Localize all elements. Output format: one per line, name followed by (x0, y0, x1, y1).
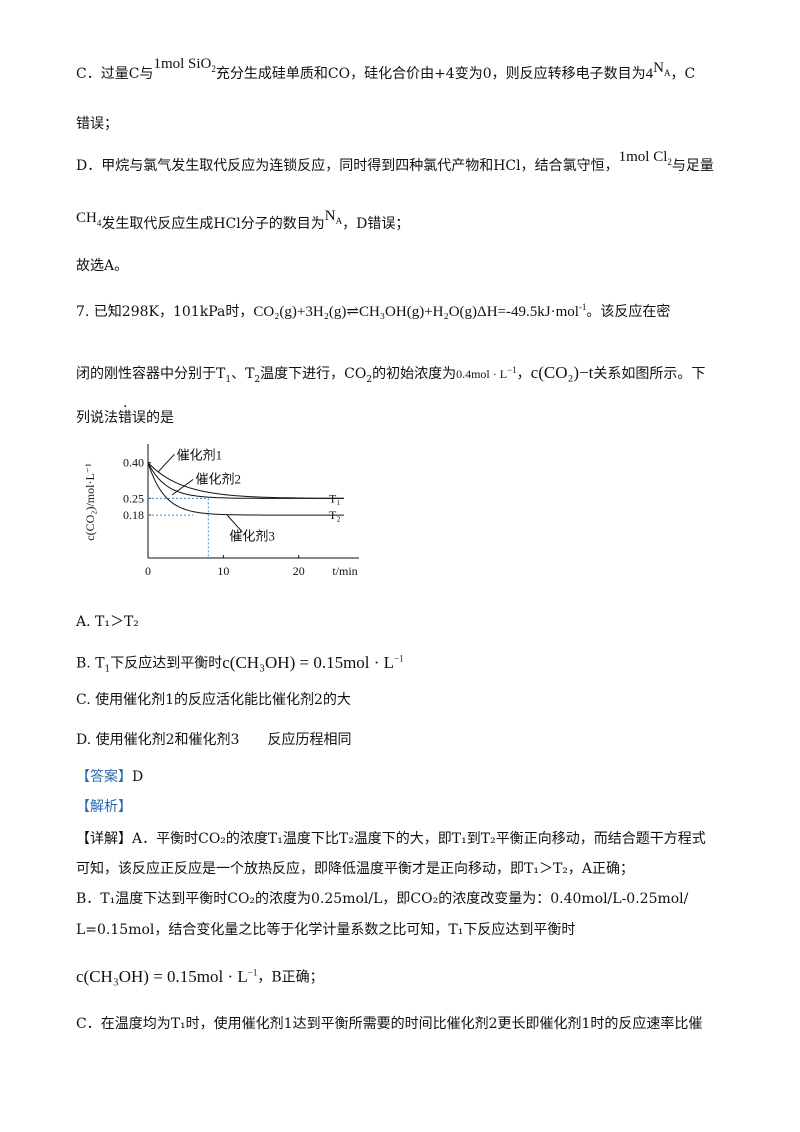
y-axis-label: c(CO₂)/mol·L⁻¹ (83, 463, 97, 541)
detail-b-line2: L=0.15mol，结合变化量之比等于化学计量系数之比可知，T₁下反应达到平衡时 (76, 922, 576, 938)
annotation-catalyst-2: 催化剂2 (195, 471, 241, 486)
option-b: B. T1下反应达到平衡时c(CH₃OH) = 0.15mol · L−1 (76, 652, 404, 675)
leader-catalyst-3 (226, 514, 243, 533)
y-tick-label: 0.18 (123, 508, 144, 522)
question-7-line3: 列说法错误的是 (76, 408, 174, 428)
curve-catalyst-1 (147, 462, 344, 499)
option-c-line2: 错误； (76, 116, 118, 132)
x-tick-label: 0 (145, 564, 151, 578)
answer-line: 【答案】D (76, 769, 144, 785)
detail-c-line1: C．在温度均为T₁时，使用催化剂1达到平衡所需要的时间比催化剂2更长即催化剂1时… (76, 1016, 703, 1032)
series-label-t2: T₂ (329, 508, 341, 522)
reaction-equation: CO₂(g)+3H₂(g)⇌CH₃OH(g)+H₂O(g)ΔH=-49.5kJ·… (253, 302, 587, 320)
leader-catalyst-2 (171, 478, 194, 496)
option-c: C. 使用催化剂1的反应活化能比催化剂2的大 (76, 692, 351, 708)
y-tick-label: 0.25 (123, 491, 144, 505)
leader-catalyst-1 (157, 454, 175, 473)
y-tick-label: 0.40 (123, 456, 144, 470)
concentration-time-chart: c(CO₂)/mol·L⁻¹ 0.40 0.25 0.18 0 10 20 t/min T₁ T₂… (83, 444, 359, 578)
detail-b-line1: B．T₁温度下达到平衡时CO₂的浓度为0.25mol/L，即CO₂的浓度改变量为… (76, 891, 689, 907)
series-label-t1: T₁ (329, 491, 341, 505)
curve-catalyst-3 (147, 462, 344, 516)
conclusion-line: 故选A。 (76, 258, 129, 274)
analysis-label: 【解析】 (76, 799, 132, 815)
option-a: A. T₁＞T₂ (76, 614, 139, 630)
annotation-catalyst-3: 催化剂3 (229, 529, 275, 544)
option-d-line2: CH4发生取代反应生成HCl分子的数目为NA，D错误； (76, 208, 410, 232)
x-tick-label: 10 (217, 564, 229, 578)
x-axis-label: t/min (332, 564, 357, 578)
option-c-line: C．过量C与1mol SiO2充分生成硅单质和CO，硅化合价由+4变为0，则反应… (76, 56, 696, 82)
detail-a-line1: 【详解】A．平衡时CO₂的浓度T₁温度下比T₂温度下的大，即T₁到T₂平衡正向移… (76, 831, 706, 847)
detail-a-line2: 可知，该反应正反应是一个放热反应，即降低温度平衡才是正向移动，即T₁＞T₂，A正… (76, 861, 635, 877)
curve-catalyst-2 (147, 462, 344, 499)
question-7-line1: 7. 已知298K，101kPa时，CO₂(g)+3H₂(g)⇌CH₃OH(g)… (76, 302, 671, 320)
emphasis-wrong: 错误 (118, 410, 146, 426)
question-7-line2: 闭的刚性容器中分别于T1、T2温度下进行，CO2的初始浓度为0.4mol · L… (76, 363, 706, 385)
annotation-catalyst-1: 催化剂1 (177, 448, 223, 463)
detail-b-line3: c(CH₃OH) = 0.15mol · L−1，B正确； (76, 966, 324, 986)
option-d-line: D．甲烷与氯气发生取代反应为连锁反应，同时得到四种氯代产物和HCl，结合氯守恒，… (76, 149, 714, 174)
x-tick-label: 20 (293, 564, 305, 578)
